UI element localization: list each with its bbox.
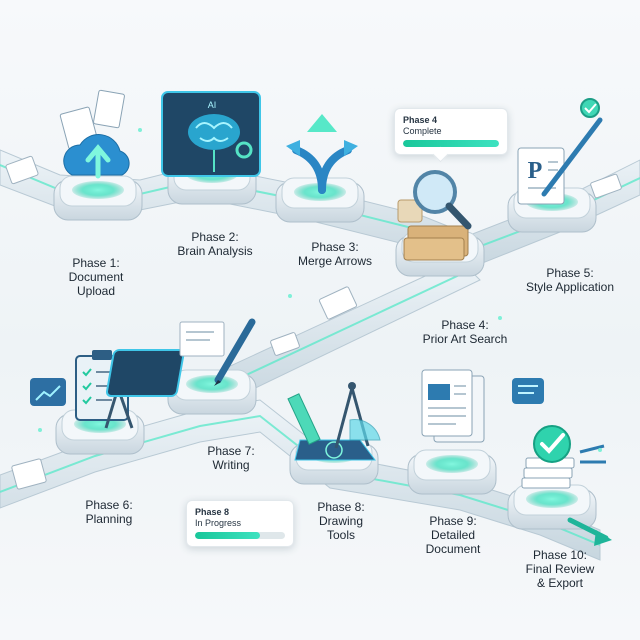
platform-glow xyxy=(72,181,124,199)
progress-bar xyxy=(403,140,499,147)
sparkle-dots xyxy=(38,128,602,452)
progress-fill xyxy=(195,532,260,539)
paper-stack-icon xyxy=(5,155,622,490)
phase-5-label: Phase 5:Style Application xyxy=(525,266,615,294)
phase-9-platform xyxy=(407,449,497,495)
status-card-status: Complete xyxy=(403,126,442,136)
phase-10-label: Phase 10:Final Review& Export xyxy=(525,548,595,590)
phase-4-label: Phase 4:Prior Art Search xyxy=(422,318,508,346)
status-card-title: Phase 8 xyxy=(195,507,230,517)
drawing-tools-icon xyxy=(287,382,381,461)
ai-label: AI xyxy=(208,100,217,110)
style-brush-icon xyxy=(517,98,603,205)
phase-6-label: Phase 6:Planning xyxy=(85,498,133,526)
phase-10-platform xyxy=(507,484,597,530)
status-card-title: Phase 4 xyxy=(403,115,438,125)
phase-3-label: Phase 3:Merge Arrows xyxy=(297,240,373,268)
document-icon xyxy=(421,369,485,443)
magnifier-icon xyxy=(397,170,472,261)
cloud-upload-icon xyxy=(59,89,130,179)
phase-2-label: Phase 2:Brain Analysis xyxy=(177,230,253,258)
progress-bar xyxy=(195,532,285,539)
phase-7-label: Phase 7:Writing xyxy=(207,444,255,472)
progress-fill xyxy=(403,140,499,147)
platform-glow xyxy=(186,375,238,393)
merge-arrows-icon xyxy=(286,114,358,195)
checkmark-export-icon xyxy=(521,425,612,546)
phase-7-platform xyxy=(167,369,257,415)
message-bubble-icon xyxy=(512,378,544,404)
phase-8-status-card: Phase 8 In Progress xyxy=(186,500,294,547)
platform-glow xyxy=(426,455,478,473)
p-letter: P xyxy=(528,158,543,184)
status-card-status: In Progress xyxy=(195,518,242,528)
phase-4-status-card: Phase 4 Complete xyxy=(394,108,508,163)
ai-brain-icon xyxy=(161,91,261,177)
phase-1-platform xyxy=(53,175,143,221)
chart-bubble-icon xyxy=(30,378,66,406)
platform-glow xyxy=(526,490,578,508)
pen-icon xyxy=(105,318,256,397)
